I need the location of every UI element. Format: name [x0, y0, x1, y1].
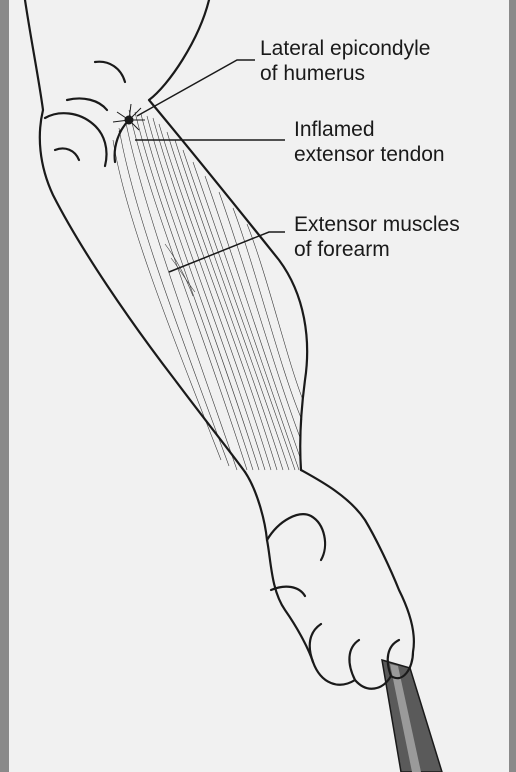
arm-outline — [25, 0, 414, 689]
label-lateral-epicondyle: Lateral epicondyle of humerus — [260, 36, 430, 86]
label-inflamed-tendon: Inflamed extensor tendon — [294, 117, 445, 167]
muscle-fibers — [113, 110, 303, 470]
label-line: of humerus — [260, 61, 430, 86]
label-line: Inflamed — [294, 117, 445, 142]
figure-panel: Lateral epicondyle of humerus Inflamed e… — [9, 0, 509, 772]
label-line: Lateral epicondyle — [260, 36, 430, 61]
label-line: extensor tendon — [294, 142, 445, 167]
inflamed-tendon-mark — [113, 104, 145, 132]
label-line: of forearm — [294, 237, 460, 262]
label-line: Extensor muscles — [294, 212, 460, 237]
leader-extensor-muscles — [169, 232, 285, 272]
forearm-illustration — [9, 0, 509, 772]
label-extensor-muscles: Extensor muscles of forearm — [294, 212, 460, 262]
